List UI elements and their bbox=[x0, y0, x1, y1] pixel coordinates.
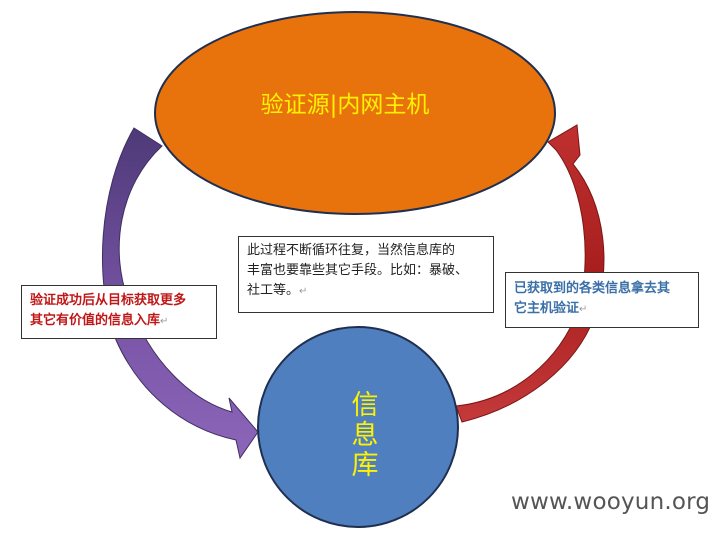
left-note-line-1: 验证成功后从目标获取更多 bbox=[30, 293, 187, 308]
center-note-line-3: 社工等。 bbox=[247, 283, 300, 298]
left-note-line-2: 其它有价值的信息入库 bbox=[30, 313, 161, 328]
source-node-ellipse bbox=[154, 11, 556, 215]
left-note-box: 验证成功后从目标获取更多 其它有价值的信息入库↵ bbox=[21, 285, 217, 339]
source-node-label: 验证源|内网主机 bbox=[261, 92, 430, 118]
right-note-line-2: 它主机验证 bbox=[514, 301, 580, 316]
right-note-line-1: 已获取到的各类信息拿去其 bbox=[514, 281, 671, 296]
center-note-line-2: 丰富也要靠些其它手段。比如：暴破、 bbox=[247, 263, 469, 278]
center-note-line-1: 此过程不断循环往复，当然信息库的 bbox=[247, 243, 456, 258]
center-note-box: 此过程不断循环往复，当然信息库的 丰富也要靠些其它手段。比如：暴破、 社工等。↵ bbox=[238, 236, 494, 313]
watermark: www.wooyun.org bbox=[511, 489, 711, 515]
info-db-node-label: 信息库 bbox=[352, 390, 379, 481]
info-db-node-circle bbox=[257, 326, 459, 528]
right-note-box: 已获取到的各类信息拿去其 它主机验证↵ bbox=[505, 272, 699, 328]
right-cycle-arrow bbox=[455, 124, 605, 423]
left-cycle-arrow bbox=[102, 127, 259, 460]
